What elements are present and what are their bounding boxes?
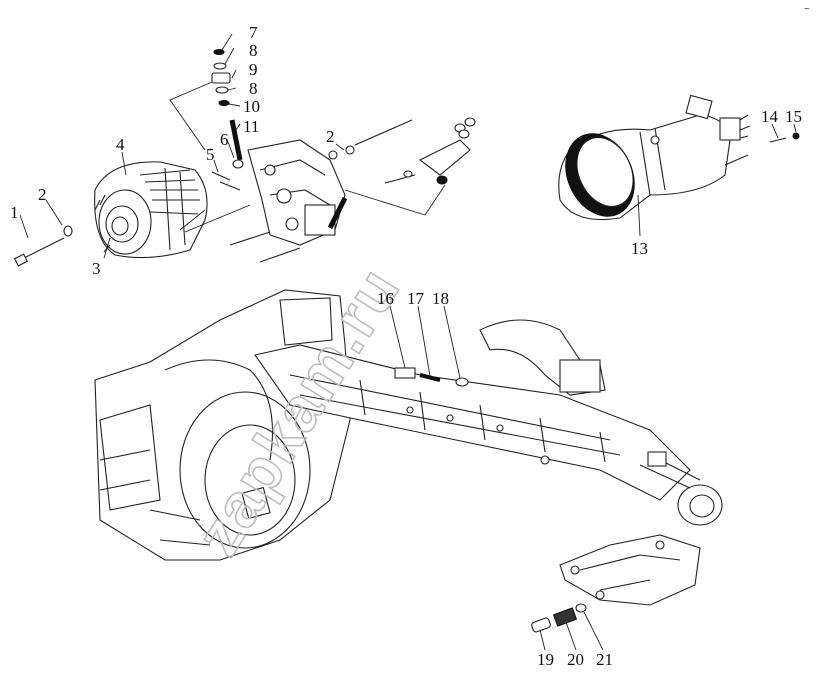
leader-4 <box>121 151 127 176</box>
small-bracket <box>418 139 471 176</box>
stud-bracket <box>327 196 348 230</box>
callout-21: 21 <box>596 650 613 669</box>
alternator-group <box>13 151 208 267</box>
washer-18 <box>455 377 469 387</box>
callout-8: 8 <box>249 41 258 60</box>
bolt-5 <box>211 171 231 181</box>
engine-frame <box>94 289 723 651</box>
leader-9-to-alt <box>169 81 213 151</box>
nut-15 <box>792 132 800 140</box>
callout-18: 18 <box>432 289 449 308</box>
washer-8a <box>213 62 227 70</box>
starter-group <box>558 94 800 237</box>
sensor-16 <box>394 367 416 379</box>
callout-labels: 1 2 3 4 5 6 7 8 9 8 10 11 2 13 14 15 16 … <box>10 23 802 669</box>
bracket-group <box>169 33 476 263</box>
washer-2 <box>63 225 73 237</box>
bolt-1 <box>13 237 65 267</box>
bolt-bracket-a <box>229 231 271 246</box>
callout-11: 11 <box>243 117 259 136</box>
callout-14: 14 <box>761 107 779 126</box>
bolt-bracket-b <box>259 247 301 263</box>
washer-8b <box>215 86 229 94</box>
nut-7 <box>213 49 225 55</box>
callout-9: 9 <box>249 60 258 79</box>
leader-2 <box>45 199 63 226</box>
leader-bracket-right <box>344 184 446 216</box>
washer-21 <box>575 603 587 613</box>
nut-6 <box>232 159 244 169</box>
callout-2b: 2 <box>326 127 335 146</box>
leader-alt-bracket <box>179 204 251 233</box>
starter-13 <box>558 94 751 221</box>
sensor-19 <box>531 617 551 633</box>
nut-10 <box>218 100 230 106</box>
callout-19: 19 <box>537 650 554 669</box>
corner-mark: ~ <box>804 4 810 15</box>
callout-7: 7 <box>249 23 258 42</box>
callout-6: 6 <box>220 130 229 149</box>
callout-3: 3 <box>92 259 101 278</box>
callout-16: 16 <box>377 289 394 308</box>
callout-2: 2 <box>38 185 47 204</box>
callout-20: 20 <box>567 650 584 669</box>
long-bolt <box>354 119 413 146</box>
bolt-14 <box>769 137 787 143</box>
block-9 <box>211 72 231 84</box>
callout-5: 5 <box>206 145 215 164</box>
sensor-20 <box>552 607 578 627</box>
callout-4: 4 <box>116 135 125 154</box>
leader-3 <box>103 237 111 259</box>
alternator-4 <box>94 161 208 259</box>
rod-11 <box>229 119 243 161</box>
washer-2b <box>345 145 355 155</box>
sensor-17 <box>419 373 441 382</box>
callout-13: 13 <box>631 239 648 258</box>
leader-1 <box>19 214 29 239</box>
callout-1: 1 <box>10 203 19 222</box>
callout-15: 15 <box>785 107 802 126</box>
callout-17: 17 <box>407 289 425 308</box>
callout-10: 10 <box>243 97 260 116</box>
bracket-main <box>247 139 346 246</box>
callout-8b: 8 <box>249 79 258 98</box>
